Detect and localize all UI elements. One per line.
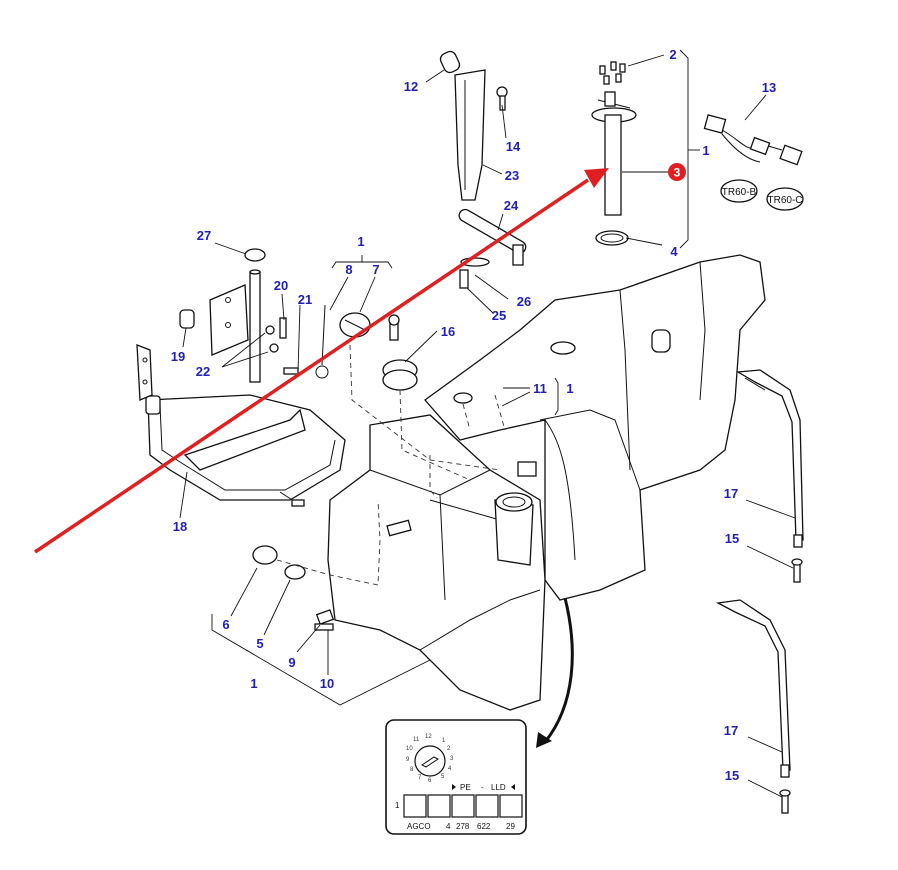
sender-assembly (439, 50, 527, 289)
callout-10: 10 (320, 676, 334, 691)
svg-text:1: 1 (442, 738, 446, 744)
callout-17-upper: 17 (724, 486, 738, 501)
callout-2: 2 (669, 47, 676, 62)
svg-text:9: 9 (406, 757, 410, 763)
svg-text:7: 7 (418, 775, 422, 781)
ident-footer-code3: 622 (477, 822, 491, 831)
ident-header-lld: LLD (491, 783, 506, 792)
step-frame (136, 344, 346, 507)
reference-lines (276, 344, 506, 586)
bracket-assembly (179, 248, 299, 383)
callout-6: 6 (222, 617, 229, 632)
ident-footer-page: 29 (506, 822, 515, 831)
callout-1-right: 1 (702, 143, 709, 158)
leader-lines (179, 49, 796, 798)
callout-labels: 2 1 4 13 12 14 23 24 26 25 1 8 7 16 11 1… (171, 47, 776, 783)
filler-caps (315, 304, 418, 391)
callout-24: 24 (504, 198, 519, 213)
callout-27: 27 (197, 228, 211, 243)
svg-text:8: 8 (410, 767, 414, 773)
callout-22: 22 (196, 364, 210, 379)
svg-text:11: 11 (413, 737, 420, 743)
ident-box: 1 2 3 4 5 6 7 8 9 10 11 12 PE - LLD 1 AG… (385, 719, 527, 835)
svg-text:6: 6 (428, 778, 432, 784)
fuel-tank (327, 254, 766, 711)
callout-20: 20 (274, 278, 288, 293)
ident-footer-brand: AGCO (407, 822, 431, 831)
svg-text:4: 4 (448, 766, 452, 772)
callout-18: 18 (173, 519, 187, 534)
ident-pointer-arrowhead (536, 732, 552, 748)
ident-header-dash: - (481, 783, 484, 792)
highlight-number: 3 (674, 166, 681, 180)
callout-8: 8 (345, 262, 352, 277)
straps (715, 369, 804, 814)
ident-pointer-arrow (543, 597, 574, 743)
callout-1-bottom: 1 (250, 676, 257, 691)
callout-15-upper: 15 (725, 531, 739, 546)
callout-15-lower: 15 (725, 768, 739, 783)
svg-text:3: 3 (450, 756, 454, 762)
callout-19: 19 (171, 349, 185, 364)
callout-17-lower: 17 (724, 723, 738, 738)
callout-13: 13 (762, 80, 776, 95)
ident-footer-code2: 278 (456, 822, 470, 831)
connector-tag-c: TR60-C (767, 195, 802, 206)
callout-23: 23 (505, 168, 519, 183)
highlight-badge: 3 (668, 163, 686, 181)
svg-text:5: 5 (441, 774, 445, 780)
highlight-arrow (34, 168, 609, 554)
small-fittings (252, 545, 335, 631)
callout-12: 12 (404, 79, 418, 94)
callout-25: 25 (492, 308, 506, 323)
callout-7: 7 (372, 262, 379, 277)
svg-text:10: 10 (406, 746, 413, 752)
ident-header-pe: PE (460, 783, 471, 792)
ident-row-number: 1 (395, 801, 400, 810)
callout-9: 9 (288, 655, 295, 670)
callout-1-top: 1 (357, 234, 364, 249)
dial-numbers: 1 2 3 4 5 6 7 8 9 10 11 12 (406, 734, 454, 784)
callout-5: 5 (256, 636, 263, 651)
fuel-level-sender (591, 61, 637, 246)
svg-text:2: 2 (447, 746, 451, 752)
ident-footer-code1: 4 (446, 822, 451, 831)
callout-26: 26 (517, 294, 531, 309)
callout-11: 11 (533, 381, 547, 396)
callout-14: 14 (506, 139, 521, 154)
svg-text:12: 12 (425, 734, 432, 740)
callout-1-mid: 1 (566, 381, 573, 396)
wiring-harness (703, 114, 803, 166)
callout-21: 21 (298, 292, 312, 307)
callout-16: 16 (441, 324, 455, 339)
callout-4: 4 (670, 244, 678, 259)
connector-tag-b: TR60-B (722, 187, 757, 198)
connector-tags: TR60-B TR60-C (720, 179, 804, 211)
